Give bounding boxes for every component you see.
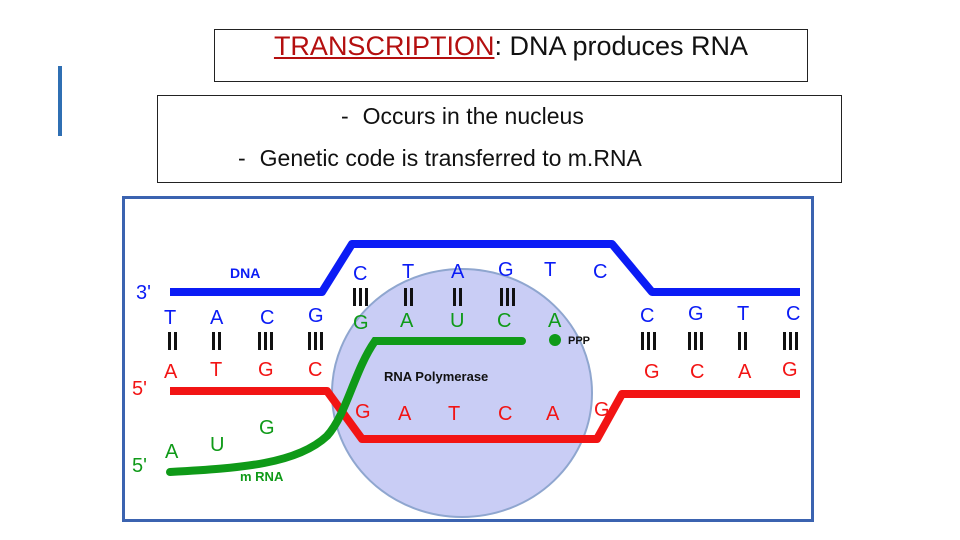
- accent-bar: [58, 66, 62, 136]
- bullet-dash: -: [341, 103, 349, 129]
- base-bottom-bubble: T: [448, 403, 460, 425]
- base-bottom-bubble: A: [546, 403, 560, 425]
- base-bottom-bubble: G: [594, 399, 610, 421]
- base-top-right: C: [640, 305, 654, 327]
- base-rna-left: G: [259, 417, 275, 439]
- base-bottom-left: A: [164, 361, 178, 383]
- bullet-genetic-code: -Genetic code is transferred to m.RNA: [238, 145, 642, 172]
- base-rna-left: A: [165, 441, 179, 463]
- bullet-dash: -: [238, 145, 246, 171]
- five-prime-dna-label: 5': [132, 378, 147, 400]
- base-pair-bars: [168, 288, 798, 350]
- base-top-left: C: [260, 307, 274, 329]
- base-top-left: G: [308, 305, 324, 327]
- base-bottom-left: T: [210, 359, 222, 381]
- dna-bottom-strand: [170, 387, 800, 443]
- base-bottom-left: C: [308, 359, 322, 381]
- base-rna-bubble: C: [497, 310, 511, 332]
- base-top-right: T: [737, 303, 749, 325]
- base-rna-left: U: [210, 434, 224, 456]
- triphosphate-dot: [549, 334, 561, 346]
- bullet-text: Occurs in the nucleus: [362, 103, 584, 129]
- dna-label: DNA: [230, 265, 260, 281]
- five-prime-rna-label: 5': [132, 455, 147, 477]
- base-top-right: C: [786, 303, 800, 325]
- base-bottom-right: C: [690, 361, 704, 383]
- polymerase-label: RNA Polymerase: [384, 369, 488, 384]
- base-top-left: A: [210, 307, 224, 329]
- bullet-box: -Occurs in the nucleus -Genetic code is …: [157, 95, 842, 183]
- bullet-nucleus: -Occurs in the nucleus: [341, 103, 584, 130]
- base-top-left: T: [164, 307, 176, 329]
- dna-top-strand: [170, 240, 800, 296]
- base-top-bubble: C: [593, 261, 607, 283]
- nucleus-circle: [331, 268, 593, 518]
- base-bottom-right: G: [644, 361, 660, 383]
- base-top-bubble: T: [544, 259, 556, 281]
- base-rna-bubble: U: [450, 310, 464, 332]
- base-top-bubble: T: [402, 261, 414, 283]
- base-rna-bubble: G: [353, 312, 369, 334]
- base-bottom-left: G: [258, 359, 274, 381]
- mrna-strand: [166, 337, 526, 476]
- transcription-diagram: DNA 3' 5' 5' RNA Polymerase m RNA PPP T …: [122, 196, 814, 522]
- base-top-bubble: A: [451, 261, 465, 283]
- ppp-label: PPP: [568, 335, 590, 347]
- base-top-right: G: [688, 303, 704, 325]
- base-bottom-right: G: [782, 359, 798, 381]
- base-top-bubble: C: [353, 263, 367, 285]
- title-rest: : DNA produces RNA: [494, 31, 749, 61]
- base-top-bubble: G: [498, 259, 514, 281]
- base-rna-bubble: A: [548, 310, 562, 332]
- base-bottom-right: A: [738, 361, 752, 383]
- three-prime-label: 3': [136, 282, 151, 304]
- mrna-label: m RNA: [240, 469, 284, 484]
- base-rna-bubble: A: [400, 310, 414, 332]
- slide-title: TRANSCRIPTION: DNA produces RNA: [214, 29, 808, 82]
- base-bottom-bubble: G: [355, 401, 371, 423]
- base-bottom-bubble: C: [498, 403, 512, 425]
- title-keyword: TRANSCRIPTION: [273, 31, 495, 61]
- base-bottom-bubble: A: [398, 403, 412, 425]
- bullet-text: Genetic code is transferred to m.RNA: [259, 145, 642, 171]
